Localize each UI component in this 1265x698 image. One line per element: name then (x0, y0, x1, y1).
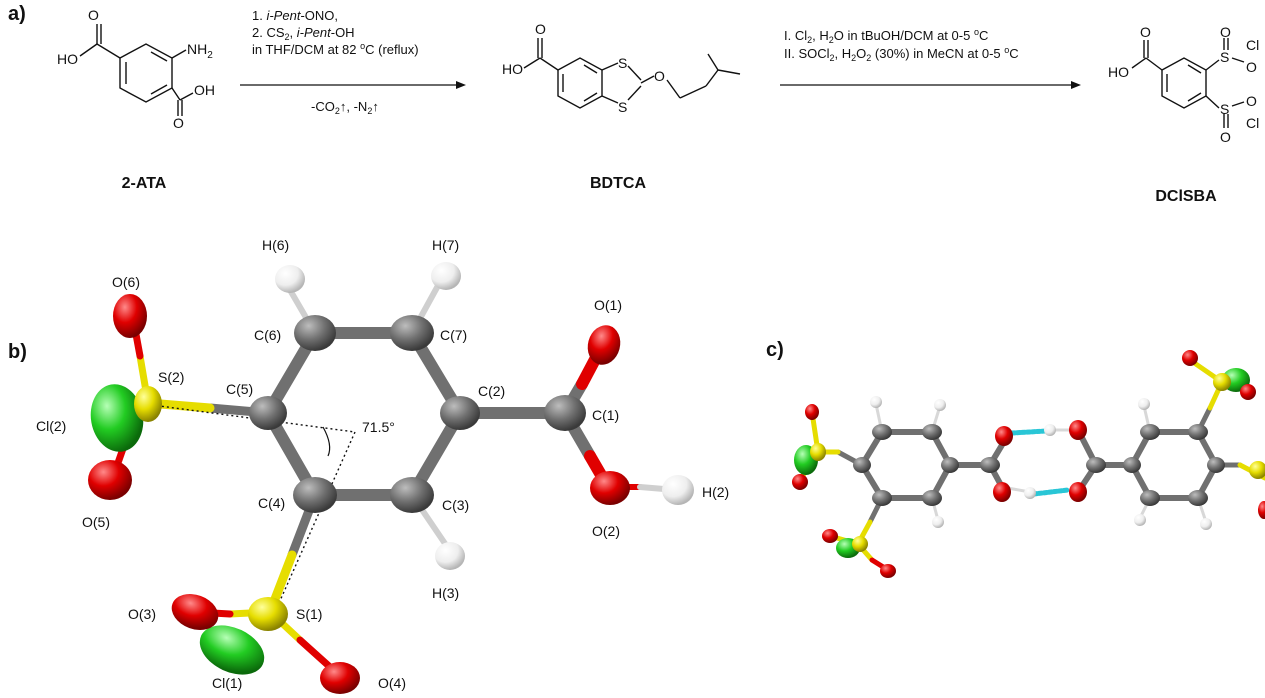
step1-line1: 1. i-Pent-ONO, (252, 8, 338, 23)
label-h2: H(2) (702, 484, 729, 500)
atom-h6 (275, 265, 305, 293)
atom-o-2ata-top: O (88, 7, 99, 23)
atom-o-2ata-bottom: O (173, 115, 184, 131)
compound-name-bdtca: BDTCA (590, 175, 646, 192)
label-c7: C(7) (440, 327, 467, 343)
label-s2: S(2) (158, 369, 184, 385)
atom-s-dclsba-1: S (1220, 49, 1229, 65)
atom-s-bdtca-bottom: S (618, 99, 627, 115)
label-o2: O(2) (592, 523, 620, 539)
structure-bdtca (523, 38, 741, 109)
atom-o4 (320, 662, 360, 694)
atom-o5 (88, 460, 132, 500)
panel-label-a: a) (8, 3, 26, 25)
compound-name-dclsba: DClSBA (1155, 188, 1217, 205)
atom-cl-dclsba-2: Cl (1246, 115, 1259, 131)
label-o6: O(6) (112, 274, 140, 290)
atom-ho-dclsba: HO (1108, 64, 1129, 80)
atom-nh2-2ata: NH2 (187, 41, 213, 61)
atom-c1 (544, 395, 586, 431)
atom-c2 (440, 396, 480, 430)
label-h6: H(6) (262, 237, 289, 253)
atom-c3 (390, 477, 434, 513)
atom-s-dclsba-2: S (1220, 101, 1229, 117)
label-cl1: Cl(1) (212, 675, 242, 691)
atom-o1 (587, 325, 621, 365)
label-s1: S(1) (296, 606, 322, 622)
reaction-arrow-2 (780, 81, 1081, 89)
label-c4: C(4) (258, 495, 285, 511)
label-angle: 71.5° (362, 419, 395, 435)
step1-byproducts: -CO2↑, -N2↑ (311, 99, 379, 116)
reaction-arrow-1 (240, 81, 466, 89)
atom-c6 (294, 315, 336, 351)
step2-line1: I. Cl2, H2O in tBuOH/DCM at 0-5 oC (784, 27, 988, 45)
label-cl2: Cl(2) (36, 418, 66, 434)
atom-o-dclsba-1: O (1220, 24, 1231, 40)
label-o1: O(1) (594, 297, 622, 313)
atom-s1 (248, 597, 288, 631)
atom-s-bdtca-top: S (618, 55, 627, 71)
label-c5: C(5) (226, 381, 253, 397)
atom-h2 (662, 475, 694, 505)
atom-o-dclsba-2: O (1246, 59, 1257, 75)
label-h3: H(3) (432, 585, 459, 601)
atom-o3 (171, 594, 219, 630)
label-o5: O(5) (82, 514, 110, 530)
atom-o-dclsba-4: O (1220, 129, 1231, 145)
atom-cl-dclsba-1: Cl (1246, 37, 1259, 53)
atom-s2 (134, 386, 162, 422)
compound-name-2ata: 2-ATA (122, 175, 167, 192)
step1-line2: 2. CS2, i-Pent-OH (252, 25, 355, 42)
step1-line3: in THF/DCM at 82 oC (reflux) (252, 41, 419, 57)
panel-label-b: b) (8, 341, 27, 363)
panel-label-c: c) (766, 339, 784, 361)
label-o4: O(4) (378, 675, 406, 691)
atom-h7 (431, 262, 461, 290)
step2-line2: II. SOCl2, H2O2 (30%) in MeCN at 0-5 oC (784, 45, 1019, 63)
crystal-structure-b (88, 262, 694, 694)
label-c6: C(6) (254, 327, 281, 343)
label-c3: C(3) (442, 497, 469, 513)
label-c2: C(2) (478, 383, 505, 399)
atom-cl1 (199, 625, 265, 675)
atom-c5 (249, 396, 287, 430)
atom-o-dclsba-acid: O (1140, 24, 1151, 40)
label-h7: H(7) (432, 237, 459, 253)
atom-o2 (590, 471, 630, 505)
atom-c7 (390, 315, 434, 351)
label-o3: O(3) (128, 606, 156, 622)
structure-2-ata (79, 24, 194, 116)
crystal-packing-c (792, 350, 1265, 578)
atom-o-dclsba-3: O (1246, 93, 1257, 109)
atom-c4 (293, 477, 337, 513)
structure-dclsba (1131, 38, 1245, 128)
label-c1: C(1) (592, 407, 619, 423)
atom-o-bdtca: O (535, 21, 546, 37)
atom-o-bdtca-ether: O (654, 68, 665, 84)
atom-oh-2ata: OH (194, 82, 215, 98)
atom-ho-2ata: HO (57, 51, 78, 67)
atom-h3 (435, 542, 465, 570)
atom-o6 (113, 294, 147, 338)
atom-ho-bdtca: HO (502, 61, 523, 77)
atom-cl2 (90, 384, 144, 452)
